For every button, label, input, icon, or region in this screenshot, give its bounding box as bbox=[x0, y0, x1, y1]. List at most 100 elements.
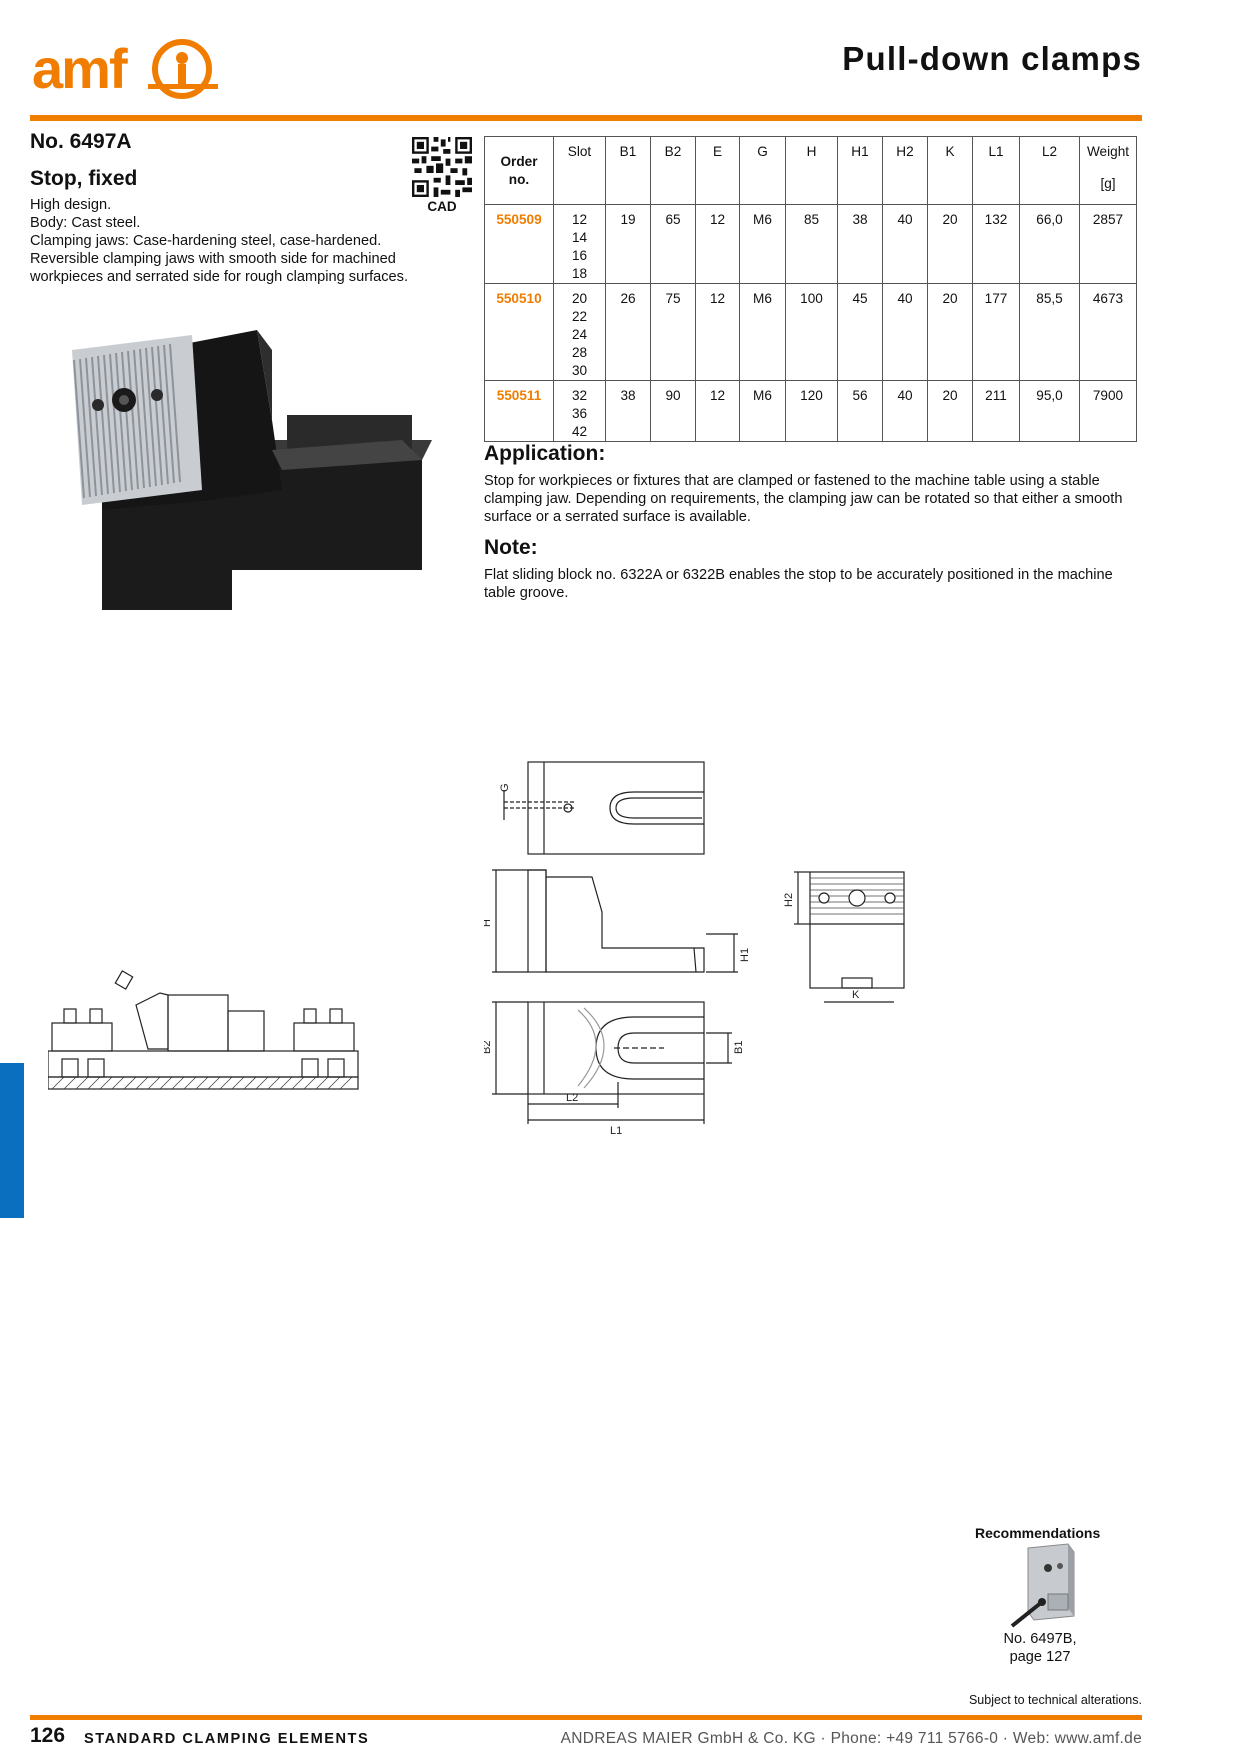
table-row: 550509 12 14 16 18 19 65 12 M6 85 38 40 … bbox=[484, 204, 1137, 284]
bottom-view-outline bbox=[527, 1001, 705, 1095]
dim-l1-label: L1 bbox=[610, 1125, 622, 1137]
recommendation-image[interactable] bbox=[1008, 1542, 1088, 1628]
assembly-drawing bbox=[48, 970, 359, 1090]
dim-k-label: K bbox=[852, 989, 860, 1001]
note-text: Flat sliding block no. 6322A or 6322B en… bbox=[484, 567, 1113, 601]
cad-qr-code-icon[interactable] bbox=[412, 137, 472, 197]
table-header-row: Order no. Slot B1 B2 E G H H1 H2 K L1 L2… bbox=[484, 136, 1137, 205]
cell-h1: 56 bbox=[837, 380, 883, 442]
header-order-line1: Order bbox=[500, 153, 538, 169]
cell-b1: 26 bbox=[605, 283, 651, 381]
top-view-slot bbox=[609, 791, 704, 825]
header-slot: Slot bbox=[553, 136, 606, 205]
cell-b1: 19 bbox=[605, 204, 651, 284]
recommendation-caption[interactable]: No. 6497B, page 127 bbox=[990, 1630, 1090, 1666]
dim-l2-label: L2 bbox=[566, 1092, 578, 1104]
dim-b2-label: B2 bbox=[484, 1041, 493, 1054]
description-line: workpieces and serrated side for rough c… bbox=[30, 269, 409, 285]
cell-g: M6 bbox=[739, 380, 786, 442]
cell-b2: 90 bbox=[650, 380, 696, 442]
header-k: K bbox=[927, 136, 973, 205]
header-order-line2: no. bbox=[508, 171, 530, 187]
table-row: 550510 20 22 24 28 30 26 75 12 M6 100 45… bbox=[484, 283, 1137, 381]
cell-slot: 32 36 42 bbox=[553, 380, 606, 442]
photo-pin-icon bbox=[92, 399, 104, 411]
header-b1: B1 bbox=[605, 136, 651, 205]
cell-l2: 66,0 bbox=[1019, 204, 1080, 284]
table-hatching bbox=[51, 1076, 353, 1090]
photo-pin-icon bbox=[151, 389, 163, 401]
cell-b1: 38 bbox=[605, 380, 651, 442]
cell-k: 20 bbox=[927, 204, 973, 284]
slot-value: 16 bbox=[571, 248, 588, 263]
header-l1: L1 bbox=[972, 136, 1020, 205]
slot-value: 18 bbox=[571, 266, 588, 281]
order-number-link[interactable]: 550511 bbox=[484, 380, 554, 442]
slot-value: 14 bbox=[571, 230, 588, 245]
dim-g-label: G bbox=[499, 783, 511, 792]
page-title: Pull-down clamps bbox=[842, 40, 1142, 77]
header-g: G bbox=[739, 136, 786, 205]
company-info: ANDREAS MAIER GmbH & Co. KG · Phone: +49… bbox=[560, 1730, 1142, 1747]
logo-underline bbox=[148, 84, 218, 89]
cell-slot: 20 22 24 28 30 bbox=[553, 283, 606, 381]
logo-wordmark: amf bbox=[32, 37, 128, 100]
description-line: Clamping jaws: Case-hardening steel, cas… bbox=[30, 233, 382, 249]
cell-b2: 65 bbox=[650, 204, 696, 284]
dim-h2-label: H2 bbox=[783, 893, 795, 907]
header-rule bbox=[30, 115, 1142, 121]
dim-h-label: H bbox=[484, 919, 493, 927]
cell-h2: 40 bbox=[882, 380, 928, 442]
application-text: Stop for workpieces or fixtures that are… bbox=[484, 473, 1123, 525]
side-view-outline bbox=[528, 869, 705, 973]
product-name: Stop, fixed bbox=[30, 167, 138, 190]
footer-rule bbox=[30, 1715, 1142, 1720]
header-weight-unit: [g] bbox=[1100, 176, 1116, 191]
amf-logo: amf bbox=[32, 37, 218, 100]
cad-label[interactable]: CAD bbox=[427, 199, 457, 214]
recommendation-product[interactable]: No. 6497B, bbox=[1003, 1631, 1077, 1647]
dim-b1-label: B1 bbox=[733, 1041, 745, 1054]
slot-value: 42 bbox=[571, 424, 588, 439]
note-heading: Note: bbox=[484, 536, 538, 559]
cell-k: 20 bbox=[927, 380, 973, 442]
header-h2: H2 bbox=[882, 136, 928, 205]
header-weight-label: Weight bbox=[1086, 144, 1130, 159]
cell-l2: 95,0 bbox=[1019, 380, 1080, 442]
photo-upright-side bbox=[257, 330, 272, 420]
cell-weight: 2857 bbox=[1079, 204, 1137, 284]
section-name: STANDARD CLAMPING ELEMENTS bbox=[84, 1731, 370, 1747]
slot-value: 22 bbox=[571, 309, 588, 324]
alterations-note: Subject to technical alterations. bbox=[968, 1693, 1142, 1707]
slot-value: 20 bbox=[571, 291, 588, 306]
spec-table: Order no. Slot B1 B2 E G H H1 H2 K L1 L2… bbox=[484, 136, 1137, 442]
recommendation-page[interactable]: page 127 bbox=[1009, 1649, 1071, 1665]
cell-weight: 7900 bbox=[1079, 380, 1137, 442]
cell-weight: 4673 bbox=[1079, 283, 1137, 381]
slot-value: 30 bbox=[571, 363, 588, 378]
product-number: No. 6497A bbox=[30, 130, 132, 153]
order-number-link[interactable]: 550509 bbox=[484, 204, 554, 284]
logo-ring-dot bbox=[176, 52, 188, 64]
header-l2: L2 bbox=[1019, 136, 1080, 205]
logo-ring-bar bbox=[178, 64, 186, 86]
cell-k: 20 bbox=[927, 283, 973, 381]
description-line: Reversible clamping jaws with smooth sid… bbox=[30, 251, 396, 267]
technical-drawing: G H H1 H2 K B1 B2 L2 L1 bbox=[484, 761, 905, 1137]
description-line: Body: Cast steel. bbox=[30, 215, 141, 231]
cell-l2: 85,5 bbox=[1019, 283, 1080, 381]
slot-value: 32 bbox=[571, 388, 588, 403]
header-b2: B2 bbox=[650, 136, 696, 205]
slot-value: 28 bbox=[571, 345, 588, 360]
application-heading: Application: bbox=[484, 442, 606, 465]
slot-value: 24 bbox=[571, 327, 588, 342]
cell-e: 12 bbox=[695, 283, 740, 381]
header-h: H bbox=[785, 136, 838, 205]
cell-g: M6 bbox=[739, 204, 786, 284]
cell-g: M6 bbox=[739, 283, 786, 381]
order-number-link[interactable]: 550510 bbox=[484, 283, 554, 381]
photo-slot-floor bbox=[272, 440, 422, 470]
cell-h1: 45 bbox=[837, 283, 883, 381]
cell-e: 12 bbox=[695, 380, 740, 442]
table-row: 550511 32 36 42 38 90 12 M6 120 56 40 20… bbox=[484, 380, 1137, 442]
